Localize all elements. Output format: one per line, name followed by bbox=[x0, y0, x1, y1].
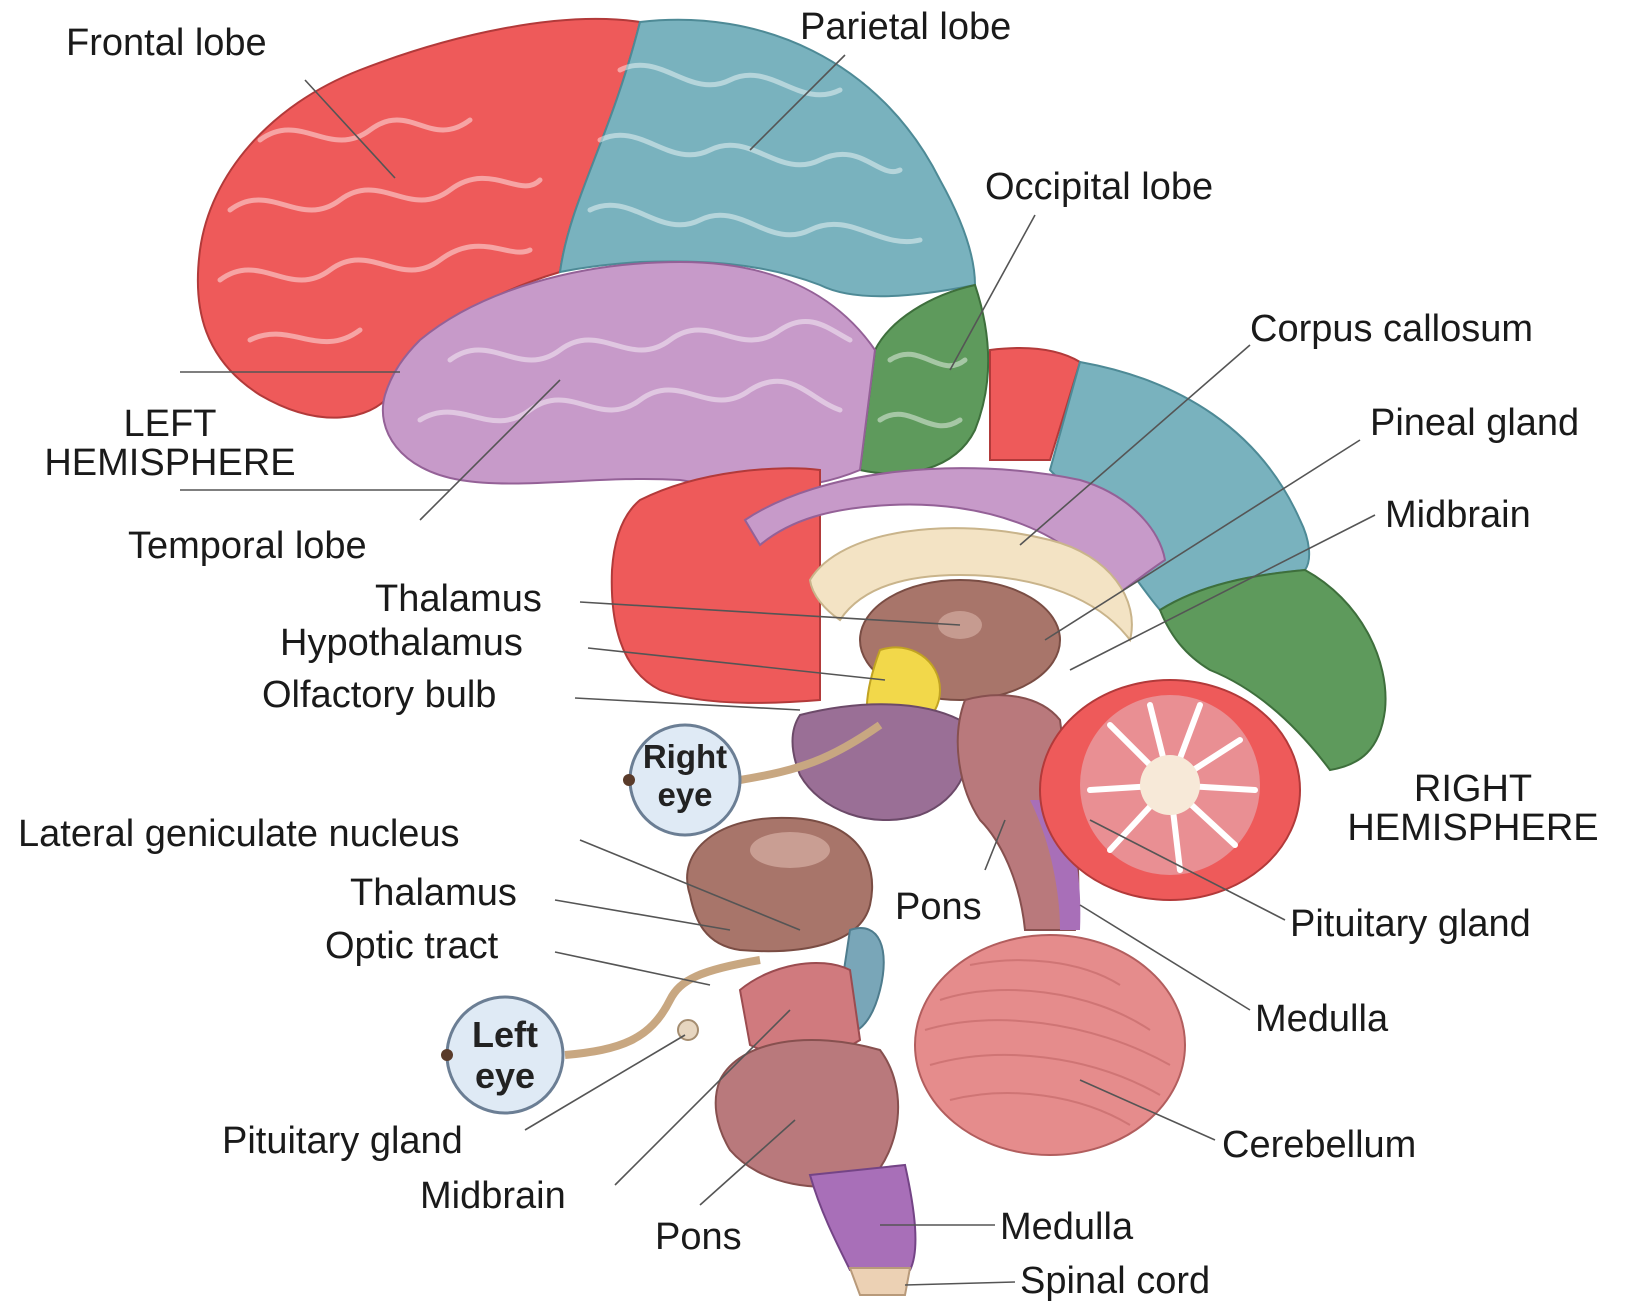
label-medulla-lower: Medulla bbox=[1000, 1208, 1133, 1246]
label-thalamus-top: Thalamus bbox=[375, 580, 542, 618]
label-cerebellum: Cerebellum bbox=[1222, 1126, 1416, 1164]
cerebellum-isolated bbox=[915, 935, 1185, 1155]
left-hemisphere-line1: LEFT bbox=[20, 405, 320, 444]
label-spinal-cord: Spinal cord bbox=[1020, 1262, 1210, 1300]
right-eye-label: Right eye bbox=[635, 738, 735, 814]
label-midbrain-right: Midbrain bbox=[1385, 496, 1531, 534]
label-pituitary-gland-left: Pituitary gland bbox=[222, 1122, 463, 1160]
label-pineal-gland: Pineal gland bbox=[1370, 404, 1579, 442]
label-corpus-callosum: Corpus callosum bbox=[1250, 310, 1533, 348]
label-lateral-geniculate-nucleus: Lateral geniculate nucleus bbox=[18, 815, 460, 853]
label-thalamus-bottom: Thalamus bbox=[350, 874, 517, 912]
label-optic-tract: Optic tract bbox=[325, 927, 498, 965]
medulla-lower bbox=[810, 1165, 915, 1270]
left-hemisphere-line2: HEMISPHERE bbox=[20, 444, 320, 483]
label-hypothalamus: Hypothalamus bbox=[280, 624, 523, 662]
left-eye-label: Left eye bbox=[455, 1014, 555, 1097]
label-pons-upper: Pons bbox=[895, 888, 982, 926]
label-right-hemisphere: RIGHT HEMISPHERE bbox=[1318, 770, 1628, 848]
label-pons-lower: Pons bbox=[655, 1218, 742, 1256]
left-eye-line2: eye bbox=[455, 1055, 555, 1096]
label-medulla-upper: Medulla bbox=[1255, 1000, 1388, 1038]
right-eye-line2: eye bbox=[635, 776, 735, 814]
label-olfactory-bulb: Olfactory bulb bbox=[262, 676, 496, 714]
label-parietal-lobe: Parietal lobe bbox=[800, 8, 1011, 46]
label-midbrain-left: Midbrain bbox=[420, 1177, 566, 1215]
label-left-hemisphere: LEFT HEMISPHERE bbox=[20, 405, 320, 483]
pons-lower bbox=[716, 1040, 898, 1187]
right-hemisphere-line2: HEMISPHERE bbox=[1318, 809, 1628, 848]
label-temporal-lobe: Temporal lobe bbox=[128, 527, 367, 565]
occipital-lobe-region bbox=[860, 285, 988, 474]
label-occipital-lobe: Occipital lobe bbox=[985, 168, 1213, 206]
right-hemisphere-line1: RIGHT bbox=[1318, 770, 1628, 809]
label-frontal-lobe: Frontal lobe bbox=[66, 24, 267, 62]
left-eye-line1: Left bbox=[455, 1014, 555, 1055]
right-eye-line1: Right bbox=[635, 738, 735, 776]
label-pituitary-gland-right: Pituitary gland bbox=[1290, 905, 1531, 943]
